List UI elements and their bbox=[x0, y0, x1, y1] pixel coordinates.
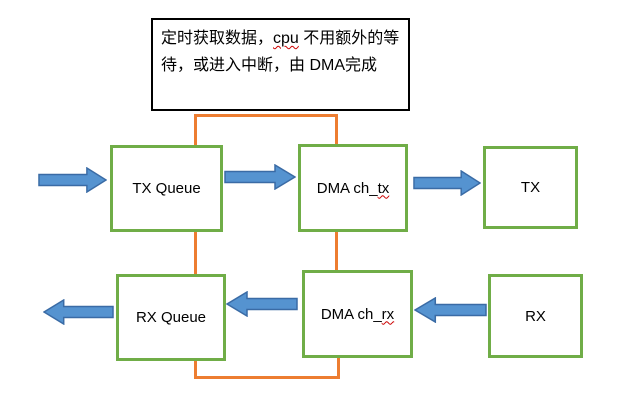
connector-top-right-vertical bbox=[335, 114, 338, 145]
node-label: RX bbox=[525, 307, 546, 325]
connector-bottom-left-vertical bbox=[194, 360, 197, 379]
arrow-input-to-tx-queue-icon bbox=[38, 167, 107, 193]
connector-bottom-horizontal bbox=[194, 376, 340, 379]
connector-top-horizontal bbox=[194, 114, 338, 117]
node-label: RX Queue bbox=[135, 309, 207, 326]
arrow-rx-to-dma-rx-icon bbox=[414, 297, 487, 323]
arrow-dma-rx-to-rx-queue-icon bbox=[226, 291, 298, 317]
arrow-rx-queue-to-output-icon bbox=[43, 299, 114, 325]
annotation-text-part: 的等待，或进入中断，由 DMA bbox=[161, 30, 400, 74]
node-rx: RX bbox=[488, 274, 583, 358]
node-dma-ch-tx: DMA ch_tx bbox=[298, 144, 408, 232]
connector-bottom-right-vertical bbox=[337, 357, 340, 379]
connector-mid-left-vertical bbox=[194, 231, 197, 275]
annotation-box: 定时获取数据，cpu 不用额外的等待，或进入中断，由 DMA完成 bbox=[151, 18, 410, 111]
annotation-text-part: 定时获取数据， bbox=[161, 30, 274, 47]
arrow-dma-tx-to-tx-icon bbox=[413, 170, 481, 196]
annotation-text-part: 不用额外 bbox=[298, 30, 368, 47]
node-dma-ch-rx: DMA ch_rx bbox=[302, 270, 413, 358]
node-label: DMA ch_rx bbox=[320, 305, 395, 323]
node-tx-queue: TX Queue bbox=[110, 145, 223, 232]
node-label: TX Queue bbox=[132, 180, 201, 197]
arrow-tx-queue-to-dma-tx-icon bbox=[224, 164, 296, 190]
node-label: DMA ch_tx bbox=[316, 179, 390, 197]
connector-top-left-vertical bbox=[194, 114, 197, 146]
annotation-text-part: 完成 bbox=[345, 57, 378, 74]
annotation-misspelled-word: cpu bbox=[273, 30, 299, 47]
node-label: TX bbox=[520, 179, 541, 196]
node-tx: TX bbox=[483, 146, 578, 229]
connector-mid-right-vertical bbox=[335, 231, 338, 271]
node-rx-queue: RX Queue bbox=[116, 274, 226, 361]
